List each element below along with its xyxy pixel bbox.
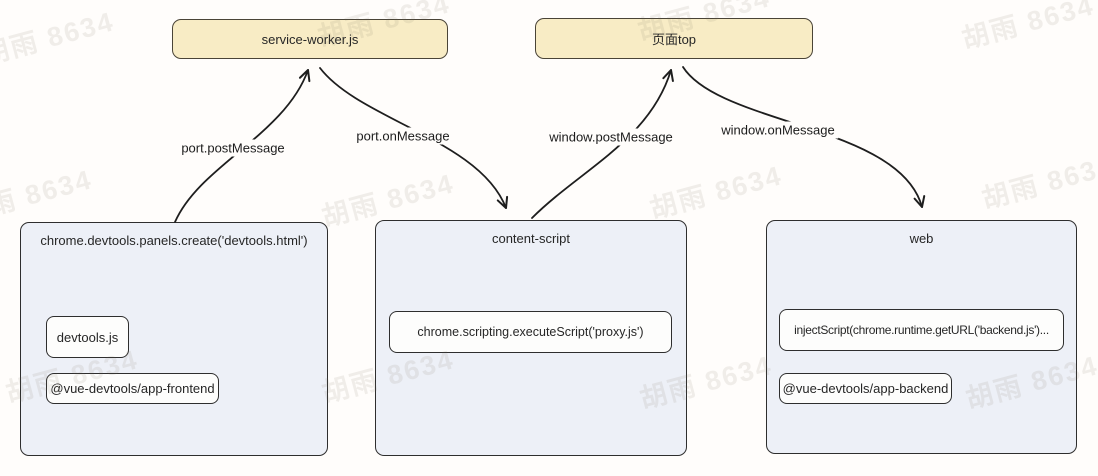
chip-app-backend: @vue-devtools/app-backend bbox=[779, 373, 952, 404]
node-service-worker: service-worker.js bbox=[172, 19, 448, 59]
panel-web-title: web bbox=[909, 231, 934, 246]
watermark: 胡雨 8634 bbox=[958, 0, 1098, 55]
chip-devtools-js-label: devtools.js bbox=[56, 329, 119, 345]
watermark: 胡雨 8634 bbox=[978, 150, 1098, 215]
watermark: 胡雨 8634 bbox=[646, 160, 786, 225]
chip-app-frontend: @vue-devtools/app-frontend bbox=[46, 373, 219, 404]
panel-content-script-title: content-script bbox=[491, 231, 571, 246]
edge-label-window-onmessage: window.onMessage bbox=[717, 121, 839, 139]
node-page-top: 页面top bbox=[535, 18, 813, 59]
edge-label-port-onmessage: port.onMessage bbox=[352, 127, 454, 145]
chip-inject-script: injectScript(chrome.runtime.getURL('back… bbox=[779, 309, 1064, 351]
edge-label-port-postmessage: port.postMessage bbox=[177, 139, 289, 157]
edge-label-window-postmessage: window.postMessage bbox=[545, 128, 677, 146]
node-page-top-label: 页面top bbox=[651, 32, 697, 47]
chip-app-backend-label: @vue-devtools/app-backend bbox=[782, 381, 949, 396]
chip-devtools-js: devtools.js bbox=[46, 316, 129, 358]
panel-web: web injectScript(chrome.runtime.getURL('… bbox=[766, 220, 1077, 454]
node-service-worker-label: service-worker.js bbox=[261, 31, 359, 47]
chip-execute-script: chrome.scripting.executeScript('proxy.js… bbox=[389, 311, 672, 353]
chip-execute-script-label: chrome.scripting.executeScript('proxy.js… bbox=[417, 325, 644, 339]
chip-inject-script-label: injectScript(chrome.runtime.getURL('back… bbox=[794, 323, 1049, 337]
panel-devtools: chrome.devtools.panels.create('devtools.… bbox=[20, 222, 328, 456]
chip-app-frontend-label: @vue-devtools/app-frontend bbox=[50, 381, 215, 396]
panel-content-script: content-script chrome.scripting.executeS… bbox=[375, 220, 687, 456]
watermark: 胡雨 8634 bbox=[0, 164, 96, 229]
watermark: 胡雨 8634 bbox=[0, 6, 118, 71]
panel-devtools-title: chrome.devtools.panels.create('devtools.… bbox=[40, 233, 308, 248]
